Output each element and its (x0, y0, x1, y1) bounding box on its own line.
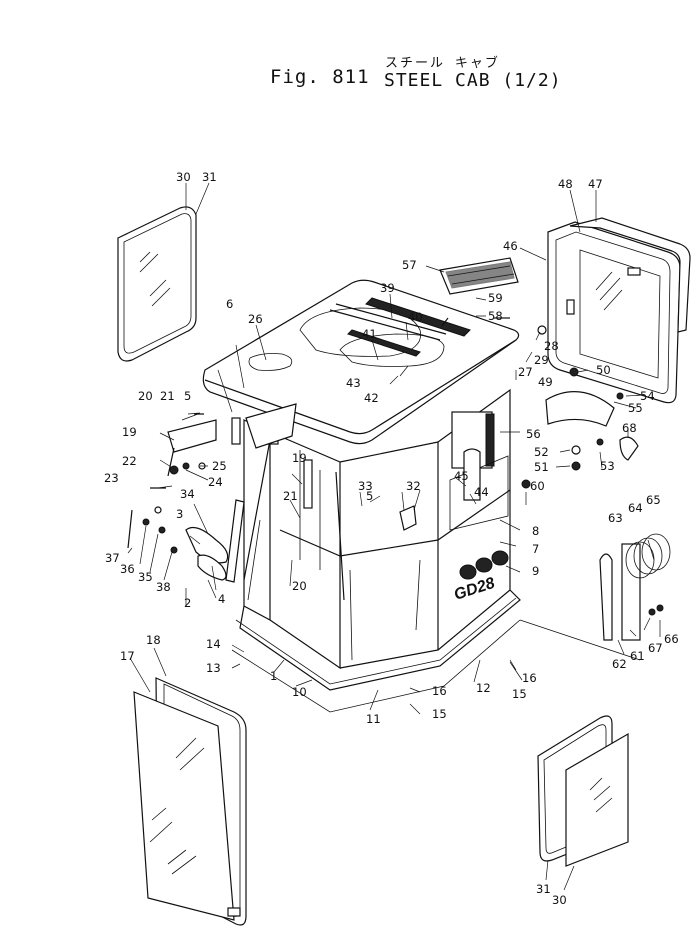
callout-28: 28 (544, 339, 559, 353)
callout-30b: 30 (552, 893, 567, 907)
callout-50: 50 (596, 363, 611, 377)
callout-26: 26 (248, 312, 263, 326)
callout-16: 16 (522, 671, 537, 685)
cab-body: GD28 (231, 388, 641, 713)
title-english: STEEL CAB (1/2) (384, 70, 562, 91)
callout-24: 24 (208, 475, 223, 489)
callout-11: 11 (366, 712, 381, 726)
right-fittings (399, 257, 639, 531)
left-fittings (127, 403, 313, 583)
callout-59: 59 (488, 291, 503, 305)
callout-18: 18 (146, 633, 161, 647)
callout-5: 5 (184, 389, 191, 403)
callout-15b: 15 (432, 707, 447, 721)
callout-6: 6 (226, 297, 233, 311)
grab-handle-assembly (599, 533, 671, 641)
callout-7: 7 (532, 542, 539, 556)
callout-46: 46 (503, 239, 518, 253)
callout-56: 56 (526, 427, 541, 441)
callout-29: 29 (534, 353, 549, 367)
callout-61: 61 (630, 649, 645, 663)
callout-67: 67 (648, 641, 663, 655)
callout-34: 34 (180, 487, 195, 501)
callout-14: 14 (206, 637, 221, 651)
callout-55: 55 (628, 401, 643, 415)
callout-40: 40 (408, 310, 423, 324)
callout-15: 15 (512, 687, 527, 701)
callout-44: 44 (474, 485, 489, 499)
callout-57: 57 (402, 258, 417, 272)
callout-53: 53 (600, 459, 615, 473)
callout-23: 23 (104, 471, 119, 485)
callout-33: 33 (358, 479, 373, 493)
window-glass-lower-right (537, 715, 629, 867)
callout-19: 19 (122, 425, 137, 439)
callout-4: 4 (218, 592, 225, 606)
callout-22: 22 (122, 454, 137, 468)
callout-27: 27 (518, 365, 533, 379)
callout-17: 17 (120, 649, 135, 663)
callout-31b: 31 (536, 882, 551, 896)
title-japanese: スチール キャブ (385, 56, 500, 71)
callout-25: 25 (212, 459, 227, 473)
callout-41: 41 (362, 327, 377, 341)
callout-19b: 19 (292, 451, 307, 465)
callout-3: 3 (176, 507, 183, 521)
callout-35: 35 (138, 570, 153, 584)
callout-36: 36 (120, 562, 135, 576)
leader-lines (127, 182, 661, 891)
callout-68: 68 (622, 421, 637, 435)
callout-2: 2 (184, 596, 191, 610)
callout-42: 42 (364, 391, 379, 405)
callout-60: 60 (530, 479, 545, 493)
callout-labels: 30 31 48 47 46 57 39 59 58 40 6 26 41 28… (104, 170, 679, 907)
callout-37: 37 (105, 551, 120, 565)
callout-8: 8 (532, 524, 539, 538)
callout-62: 62 (612, 657, 627, 671)
callout-66: 66 (664, 632, 679, 646)
callout-21b: 21 (283, 489, 298, 503)
callout-1: 1 (270, 669, 277, 683)
callout-39: 39 (380, 281, 395, 295)
callout-54: 54 (640, 389, 655, 403)
callout-52: 52 (534, 445, 549, 459)
callout-16b: 16 (432, 684, 447, 698)
callout-12: 12 (476, 681, 491, 695)
callout-5b: 5 (366, 489, 373, 503)
callout-13: 13 (206, 661, 221, 675)
window-frame-upper-right (547, 217, 691, 404)
callout-31: 31 (202, 170, 217, 184)
window-glass-upper-left (117, 206, 197, 362)
door-glass-lower-left (133, 677, 247, 926)
cab-roof (202, 279, 520, 445)
callout-47: 47 (588, 177, 603, 191)
callout-58: 58 (488, 309, 503, 323)
callout-63: 63 (608, 511, 623, 525)
callout-20: 20 (138, 389, 153, 403)
callout-43: 43 (346, 376, 361, 390)
callout-10: 10 (292, 685, 307, 699)
callout-49: 49 (538, 375, 553, 389)
callout-30: 30 (176, 170, 191, 184)
callout-20b: 20 (292, 579, 307, 593)
callout-64: 64 (628, 501, 643, 515)
model-decal: GD28 (452, 575, 497, 604)
callout-32: 32 (406, 479, 421, 493)
callout-45: 45 (454, 469, 469, 483)
callout-9: 9 (532, 564, 539, 578)
callout-38: 38 (156, 580, 171, 594)
callout-21: 21 (160, 389, 175, 403)
figure-number: Fig. 811 (270, 66, 370, 88)
callout-51: 51 (534, 460, 549, 474)
callout-65: 65 (646, 493, 661, 507)
callout-48: 48 (558, 177, 573, 191)
